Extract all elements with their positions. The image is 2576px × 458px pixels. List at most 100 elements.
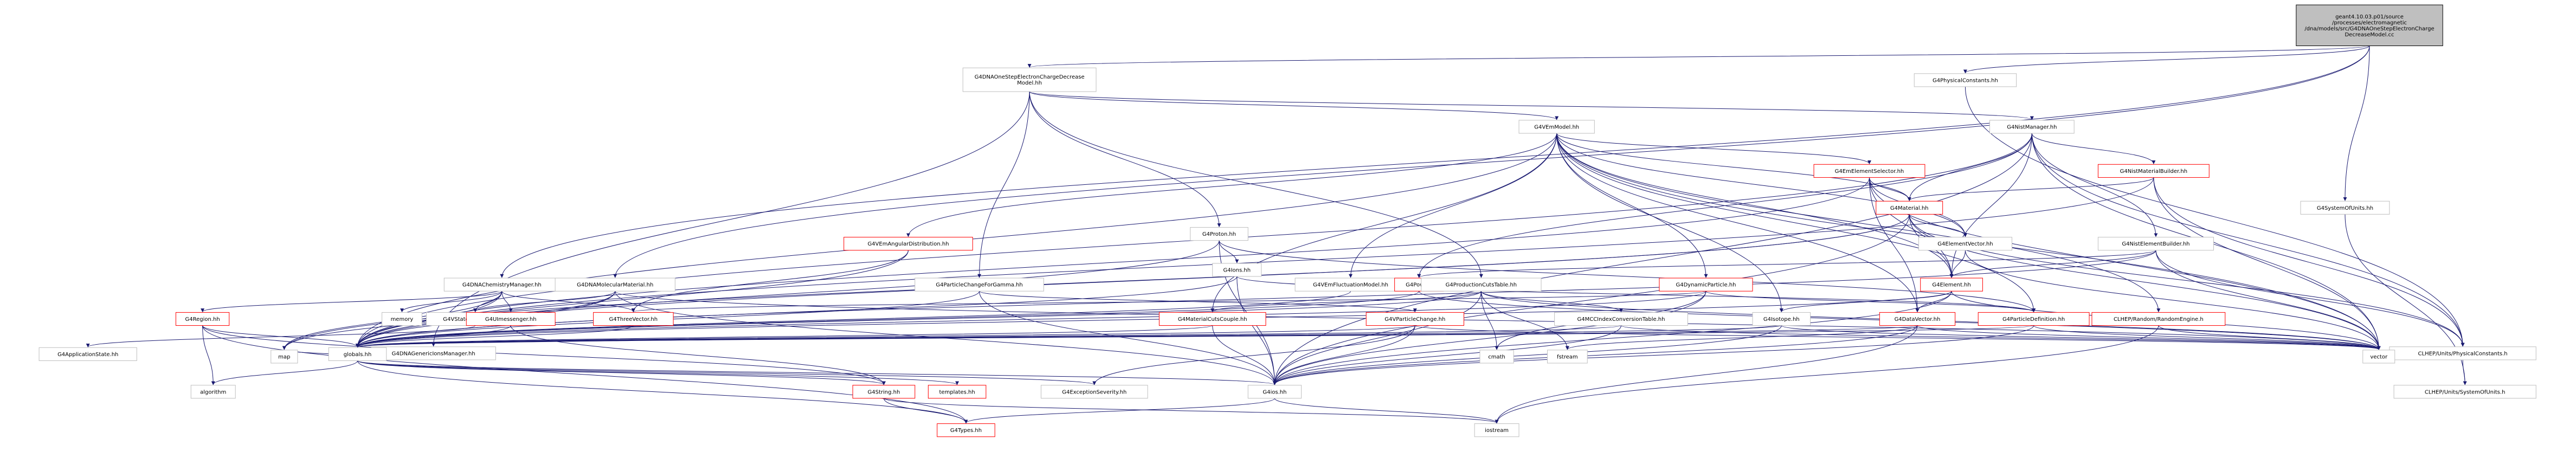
node-n_exs[interactable]: G4ExceptionSeverity.hh (1040, 385, 1148, 399)
node-label: memory (391, 317, 414, 322)
node-n_chem[interactable]: G4DNAChemistryManager.hh (443, 278, 560, 292)
node-n_ev[interactable]: G4ElementVector.hh (1918, 237, 2012, 251)
node-n_mcic[interactable]: G4MCCIndexConversionTable.hh (1554, 312, 1688, 326)
node-n_pc[interactable]: G4PhysicalConstants.hh (1914, 73, 2017, 87)
node-box (962, 67, 1097, 92)
node-n_cdm[interactable]: G4DNAOneStepElectronChargeDecreaseModel.… (962, 67, 1097, 92)
edge-n_ios-to-n_iostream (1274, 398, 1499, 424)
edge-n_cdm-to-n_prot (1029, 91, 1221, 228)
edge-n_rng-to-n_vector (2158, 325, 2381, 350)
edge-n_fpe-to-n_types (202, 325, 968, 424)
node-n_mol[interactable]: G4DNAMolecularMaterial.hh (555, 278, 675, 292)
node-n_ead[interactable]: G4VEmAngularDistribution.hh (843, 237, 973, 251)
node-n_dv[interactable]: G4DataVector.hh (1879, 312, 1956, 326)
nodes-layer: geant4.10.03.p01/source/processes/electr… (38, 4, 2536, 437)
node-n_tv[interactable]: G4ThreeVector.hh (593, 312, 674, 326)
edge-n_uim-to-n_str (510, 325, 886, 385)
edge-n_prot-to-n_ion (1219, 240, 1239, 263)
node-box (175, 312, 230, 326)
node-n_pct[interactable]: G4ProductionCutsTable.hh (1421, 278, 1542, 292)
edge-n_nist-to-n_clpc (2031, 133, 2465, 347)
edge-n_prot-to-n_glob (356, 240, 1220, 347)
node-label: /processes/electromagnetic (2332, 20, 2407, 26)
node-label: G4Pow.hh (1406, 282, 1432, 288)
node-box (937, 423, 995, 437)
node-n_nmb[interactable]: G4NistMaterialBuilder.hh (2097, 164, 2210, 178)
node-n_fm[interactable]: G4VEmFluctuationModel.hh (1295, 278, 1407, 292)
node-n_ios[interactable]: G4ios.hh (1247, 385, 1302, 399)
edge-n_mat-to-n_ios (1272, 214, 1910, 385)
node-n_mcc[interactable]: G4MaterialCutsCouple.hh (1158, 312, 1266, 326)
node-n_iso[interactable]: G4Isotope.hh (1752, 312, 1811, 326)
node-box (928, 385, 987, 399)
edge-n_tv-to-n_glob (356, 325, 634, 347)
node-n_clpc[interactable]: CLHEP/Units/PhysicalConstants.h (2389, 346, 2536, 360)
edge-n_dv-to-n_ios (1273, 325, 1918, 385)
edge-n_nist-to-n_mat (1907, 133, 2032, 201)
edge-n_mat-to-n_ev (1909, 214, 1967, 237)
node-n_fpe[interactable]: G4Region.hh (175, 312, 230, 326)
node-n_uim[interactable]: G4UImessenger.hh (466, 312, 556, 326)
edge-n_em-to-n_ev (1556, 133, 1967, 237)
edge-n_mcc-to-n_glob (356, 325, 1213, 347)
node-n_dyn[interactable]: G4DynamicParticle.hh (1659, 278, 1753, 292)
edge-n_mat-to-n_clpc (1909, 214, 2465, 347)
node-label: CLHEP/Units/SystemOfUnits.h (2425, 389, 2506, 395)
node-box (1920, 278, 1983, 292)
node-box (2300, 201, 2390, 215)
node-n_pcg[interactable]: G4ParticleChangeForGamma.hh (915, 278, 1044, 292)
node-n_cmath: cmath (1479, 350, 1514, 364)
edge-n_ees-to-n_dv (1869, 177, 1920, 313)
edge-root-to-n_su (2343, 46, 2370, 201)
edge-n_fm-to-n_glob (356, 291, 1351, 347)
edge-n_mol-to-n_vsd (473, 291, 616, 313)
node-box (1212, 263, 1262, 277)
edge-n_glob-to-n_str (357, 360, 886, 385)
node-n_pd[interactable]: G4ParticleDefinition.hh (1978, 312, 2090, 326)
edges-layer (86, 46, 2467, 424)
node-n_elem[interactable]: G4Element.hh (1920, 278, 1983, 292)
node-n_nist[interactable]: G4NistManager.hh (1989, 120, 2075, 134)
edge-n_em-to-n_mcc (1210, 133, 1557, 313)
node-n_ion[interactable]: G4Ions.hh (1212, 263, 1262, 277)
edge-n_mcic-to-n_glob (356, 325, 1621, 347)
node-box (1518, 120, 1595, 134)
node-label: G4VEmModel.hh (1534, 124, 1579, 130)
node-n_su[interactable]: G4SystemOfUnits.hh (2300, 201, 2390, 215)
node-label: G4ParticleDefinition.hh (2002, 317, 2065, 322)
node-label: G4VParticleChange.hh (1384, 317, 1445, 322)
node-box (1813, 164, 1925, 178)
node-n_gim[interactable]: G4DNAGenericIonsManager.hh (371, 346, 496, 360)
node-n_types[interactable]: G4Types.hh (937, 423, 995, 437)
node-box (1547, 350, 1588, 364)
edge-n_chem-to-n_memory (400, 291, 503, 313)
node-n_tmpl[interactable]: templates.hh (928, 385, 987, 399)
node-n_vpc[interactable]: G4VParticleChange.hh (1366, 312, 1464, 326)
node-n_ees[interactable]: G4EmElementSelector.hh (1813, 164, 1925, 178)
node-label: G4DynamicParticle.hh (1676, 282, 1736, 288)
node-n_clsu[interactable]: CLHEP/Units/SystemOfUnits.h (2393, 385, 2536, 399)
node-box (2362, 350, 2395, 364)
edge-n_pc-to-n_clpc (1965, 86, 2465, 347)
node-label: G4ElementVector.hh (1937, 241, 1993, 247)
edge-n_neb-to-n_elem (1949, 250, 2156, 278)
edge-n_vpc-to-n_ios (1272, 325, 1415, 385)
node-n_str[interactable]: G4String.hh (852, 385, 916, 399)
node-n_as[interactable]: G4ApplicationState.hh (38, 347, 137, 361)
node-label: DecreaseModel.cc (2345, 32, 2394, 38)
node-box (593, 312, 674, 326)
node-box (1752, 312, 1811, 326)
node-n_glob[interactable]: globals.hh (328, 347, 387, 361)
node-n_neb[interactable]: G4NistElementBuilder.hh (2097, 237, 2214, 251)
node-label: G4DNAChemistryManager.hh (462, 282, 542, 288)
node-n_mat[interactable]: G4Material.hh (1876, 201, 1943, 215)
node-label: G4ThreeVector.hh (609, 317, 658, 322)
node-n_rng[interactable]: CLHEP/Random/RandomEngine.h (2091, 312, 2226, 326)
node-label: /dna/models/src/G4DNAOneStepElectronChar… (2304, 26, 2434, 32)
node-n_em[interactable]: G4VEmModel.hh (1518, 120, 1595, 134)
node-label: iostream (1485, 428, 1509, 434)
node-n_prot[interactable]: G4Proton.hh (1190, 227, 1248, 241)
edge-n_prot-to-n_pd (1219, 240, 2036, 313)
edge-n_chem-to-n_tv (501, 291, 635, 313)
